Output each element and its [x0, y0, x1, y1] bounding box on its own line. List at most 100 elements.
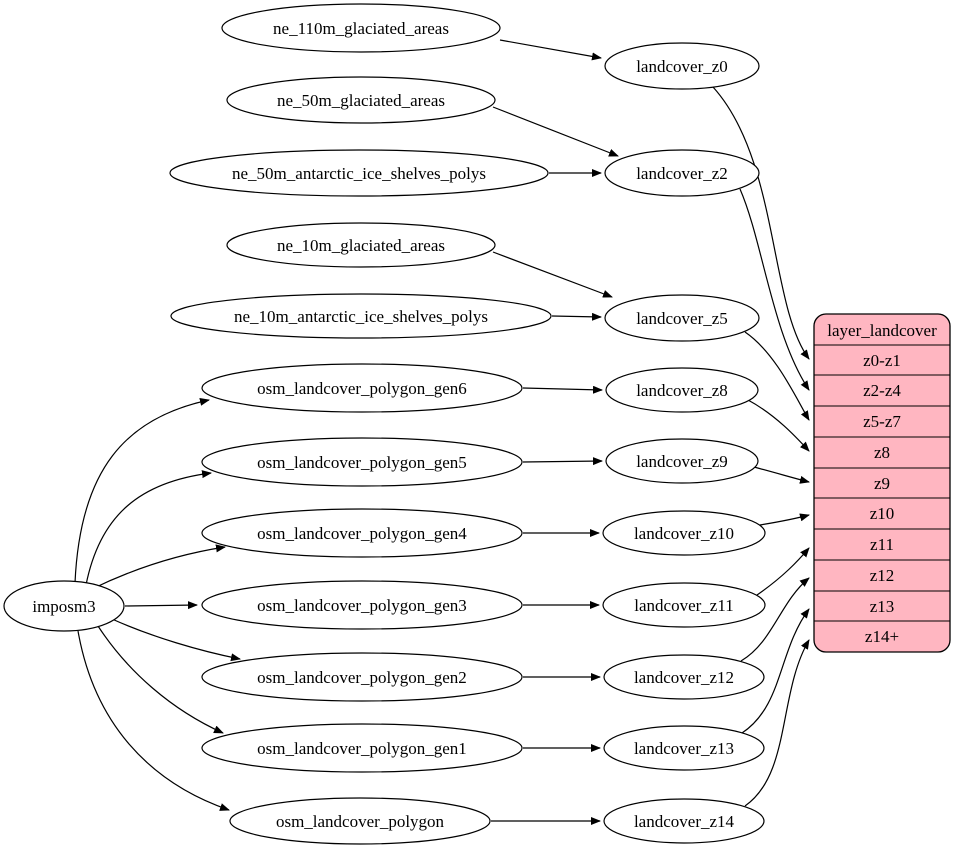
- node-osm-landcover-polygon-gen4: osm_landcover_polygon_gen4: [201, 508, 523, 558]
- ne-110m-glaciated-areas-label: ne_110m_glaciated_areas: [273, 19, 449, 38]
- node-landcover-z8: landcover_z8: [605, 367, 759, 413]
- ne-110m-glaciated-areas-ellipse: [221, 3, 501, 53]
- landcover-z13-ellipse: [603, 725, 765, 771]
- node-landcover-z10: landcover_z10: [602, 510, 766, 556]
- edge-landcover-z12-to-row-z12: [740, 577, 810, 662]
- node-landcover-z12: landcover_z12: [603, 654, 765, 700]
- osm-landcover-polygon-gen6-label: osm_landcover_polygon_gen6: [257, 379, 467, 398]
- record-row-z12: z12: [870, 566, 895, 585]
- osm-landcover-polygon-gen2-ellipse: [201, 652, 523, 702]
- edge-landcover-z11-to-row-z11: [756, 547, 810, 596]
- landcover-z11-label: landcover_z11: [634, 596, 733, 615]
- edge-landcover-z9-to-row-z9: [753, 466, 810, 484]
- node-ne-50m-antarctic-ice-shelves-polys: ne_50m_antarctic_ice_shelves_polys: [169, 149, 549, 197]
- landcover-z10-label: landcover_z10: [634, 524, 734, 543]
- ne-10m-glaciated-areas-label: ne_10m_glaciated_areas: [277, 236, 445, 255]
- node-ne-110m-glaciated-areas: ne_110m_glaciated_areas: [221, 3, 501, 53]
- layer-landcover-record-shape: [813, 313, 951, 653]
- edge-imposm3-to-osm-landcover-polygon: [77, 630, 230, 811]
- record-row-z0-z1: z0-z1: [863, 351, 901, 370]
- ne-10m-antarctic-ice-shelves-polys-ellipse: [170, 293, 552, 339]
- node-landcover-z5: landcover_z5: [604, 294, 760, 342]
- node-osm-landcover-polygon-gen1: osm_landcover_polygon_gen1: [201, 723, 523, 773]
- imposm3-label: imposm3: [32, 597, 95, 616]
- node-osm-landcover-polygon-gen3: osm_landcover_polygon_gen3: [201, 580, 523, 630]
- node-landcover-z13: landcover_z13: [603, 725, 765, 771]
- landcover-z2-ellipse: [604, 149, 760, 197]
- landcover-z9-ellipse: [605, 438, 759, 484]
- osm-landcover-polygon-gen4-ellipse: [201, 508, 523, 558]
- landcover-z11-ellipse: [602, 582, 766, 628]
- osm-landcover-polygon-gen3-label: osm_landcover_polygon_gen3: [257, 596, 467, 615]
- node-osm-landcover-polygon-gen6: osm_landcover_polygon_gen6: [201, 363, 523, 413]
- record-row-z14plus: z14+: [865, 627, 899, 646]
- edge-landcover-z0-to-row-z0-z1: [712, 86, 810, 360]
- edge-landcover-z8-to-row-z8: [747, 399, 810, 452]
- node-ne-10m-antarctic-ice-shelves-polys: ne_10m_antarctic_ice_shelves_polys: [170, 293, 552, 339]
- edge-imposm3-to-osm-landcover-polygon-gen6: [74, 397, 210, 584]
- landcover-z14-label: landcover_z14: [634, 812, 735, 831]
- ne-50m-glaciated-areas-label: ne_50m_glaciated_areas: [277, 91, 445, 110]
- edge-landcover-z13-to-row-z13: [741, 608, 810, 734]
- record-row-z8: z8: [874, 443, 890, 462]
- imposm3-ellipse: [3, 580, 125, 632]
- ne-50m-antarctic-ice-shelves-polys-ellipse: [169, 149, 549, 197]
- edge-landcover-z5-to-row-z5-z7: [744, 331, 810, 421]
- record-row-z10: z10: [870, 504, 895, 523]
- osm-landcover-polygon-ellipse: [229, 797, 491, 845]
- osm-landcover-polygon-gen1-ellipse: [201, 723, 523, 773]
- edge-imposm3-to-osm-landcover-polygon-gen3: [124, 601, 198, 610]
- node-landcover-z9: landcover_z9: [605, 438, 759, 484]
- node-ne-10m-glaciated-areas: ne_10m_glaciated_areas: [226, 222, 496, 268]
- osm-landcover-polygon-gen2-label: osm_landcover_polygon_gen2: [257, 668, 467, 687]
- node-landcover-z11: landcover_z11: [602, 582, 766, 628]
- landcover-z12-ellipse: [603, 654, 765, 700]
- edge-ne-10m-antarctic-ice-shelves-polys-to-landcover-z5: [551, 312, 602, 321]
- landcover-z2-label: landcover_z2: [636, 164, 728, 183]
- edge-imposm3-to-osm-landcover-polygon-gen2: [111, 618, 241, 662]
- edge-landcover-z14-to-row-z14plus: [744, 639, 810, 807]
- edge-ne-110m-glaciated-areas-to-landcover-z0: [499, 39, 602, 61]
- landcover-z14-ellipse: [603, 798, 765, 844]
- landcover-z13-label: landcover_z13: [634, 739, 734, 758]
- landcover-z5-ellipse: [604, 294, 760, 342]
- landcover-z0-label: landcover_z0: [636, 57, 728, 76]
- landcover-z8-ellipse: [605, 367, 759, 413]
- edge-osm-landcover-polygon-gen6-to-landcover-z8: [522, 385, 603, 394]
- edge-ne-50m-glaciated-areas-to-landcover-z2: [492, 106, 619, 157]
- record-title: layer_landcover: [827, 321, 937, 340]
- landcover-z12-label: landcover_z12: [634, 668, 734, 687]
- landcover-z10-ellipse: [602, 510, 766, 556]
- record-row-z5-z7: z5-z7: [863, 412, 901, 431]
- landcover-z0-ellipse: [604, 42, 760, 90]
- record-row-z9: z9: [874, 474, 890, 493]
- osm-landcover-polygon-gen5-label: osm_landcover_polygon_gen5: [257, 453, 467, 472]
- node-landcover-z14: landcover_z14: [603, 798, 765, 844]
- landcover-z5-label: landcover_z5: [636, 309, 728, 328]
- osm-landcover-polygon-gen3-ellipse: [201, 580, 523, 630]
- node-osm-landcover-polygon-gen5: osm_landcover_polygon_gen5: [201, 437, 523, 487]
- edges: [74, 39, 810, 825]
- node-layer-landcover-record: layer_landcover z0-z1 z2-z4 z5-z7 z8 z9 …: [813, 313, 951, 653]
- osm-landcover-polygon-gen4-label: osm_landcover_polygon_gen4: [257, 524, 467, 543]
- edge-osm-landcover-polygon-gen5-to-landcover-z9: [522, 457, 603, 466]
- ne-10m-antarctic-ice-shelves-polys-label: ne_10m_antarctic_ice_shelves_polys: [234, 307, 488, 326]
- ne-50m-glaciated-areas-ellipse: [226, 76, 496, 124]
- record-row-z11: z11: [870, 535, 894, 554]
- ne-50m-antarctic-ice-shelves-polys-label: ne_50m_antarctic_ice_shelves_polys: [232, 164, 486, 183]
- edge-ne-10m-glaciated-areas-to-landcover-z5: [492, 251, 613, 298]
- osm-landcover-polygon-gen5-ellipse: [201, 437, 523, 487]
- node-osm-landcover-polygon: osm_landcover_polygon: [229, 797, 491, 845]
- record-row-z2-z4: z2-z4: [863, 381, 901, 400]
- edge-landcover-z2-to-row-z2-z4: [739, 188, 810, 391]
- node-imposm3: imposm3: [3, 580, 125, 632]
- edge-imposm3-to-osm-landcover-polygon-gen1: [97, 625, 224, 734]
- osm-landcover-polygon-gen6-ellipse: [201, 363, 523, 413]
- landcover-z8-label: landcover_z8: [636, 381, 728, 400]
- osm-landcover-polygon-gen1-label: osm_landcover_polygon_gen1: [257, 739, 467, 758]
- edge-imposm3-to-osm-landcover-polygon-gen5: [85, 470, 212, 586]
- ne-10m-glaciated-areas-ellipse: [226, 222, 496, 268]
- node-landcover-z0: landcover_z0: [604, 42, 760, 90]
- landcover-z9-label: landcover_z9: [636, 452, 728, 471]
